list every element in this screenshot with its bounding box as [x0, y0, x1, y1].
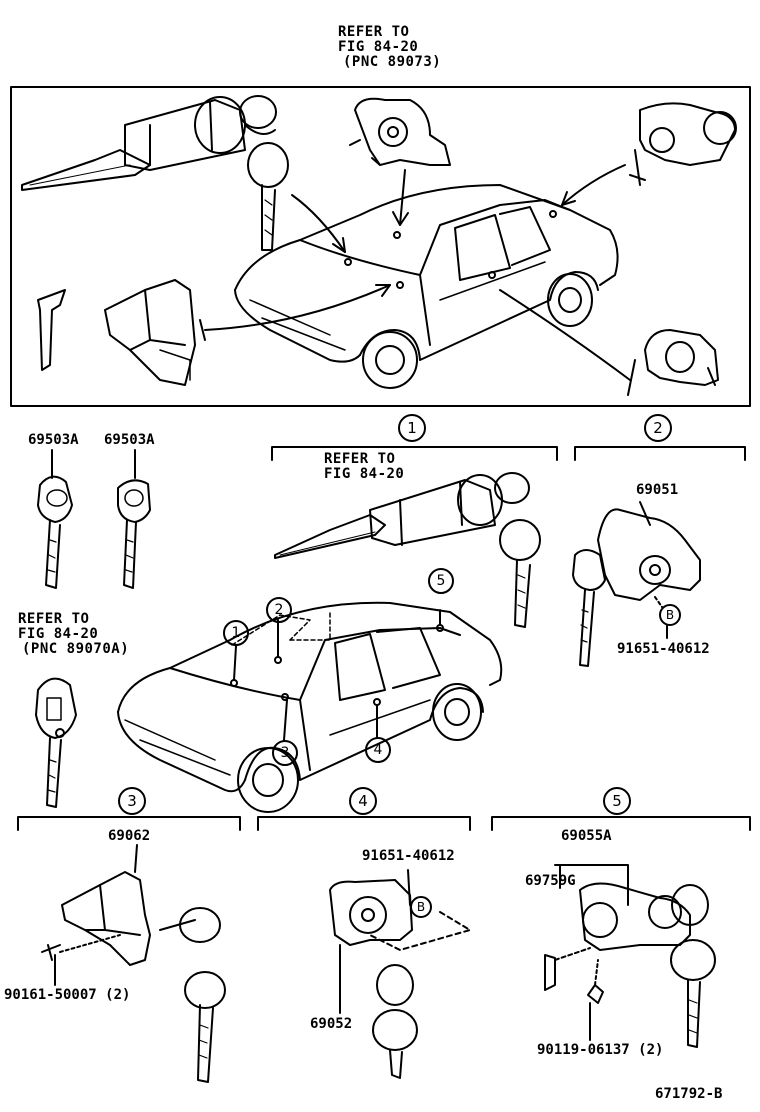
car-callout-1: 1: [223, 620, 249, 646]
door-lock-cylinder-top-right: [630, 103, 736, 185]
key-part-number-right: 69503A: [104, 432, 155, 448]
ignition-lock-assembly-top: [22, 96, 288, 250]
group-1-bracket: [272, 447, 557, 460]
top-refer-line2: FIG 84-20: [338, 39, 419, 55]
key-69503A-left: [38, 450, 72, 588]
group-5-label: 5: [603, 787, 631, 815]
group-4-label: 4: [349, 787, 377, 815]
group-5-bracket: [492, 817, 750, 830]
car-callout-3: 3: [272, 740, 298, 766]
mid-refer-line2: FIG 84-20: [324, 466, 405, 482]
part-91651-40612-group2: 91651-40612: [617, 641, 710, 657]
part-69051: 69051: [636, 482, 679, 498]
callout-b-group2: B: [659, 604, 681, 626]
part-69052: 69052: [310, 1016, 353, 1032]
overview-car: [235, 185, 618, 388]
part-69055A: 69055A: [561, 828, 612, 844]
car-callout-4: 4: [365, 737, 391, 763]
group-4-bracket: [258, 817, 470, 830]
group-1-label: 1: [398, 414, 426, 442]
trunk-lock-cylinder-top: [645, 330, 718, 385]
car-callout-2: 2: [266, 597, 292, 623]
key-part-number-left: 69503A: [28, 432, 79, 448]
part-90119-06137: 90119-06137 (2): [537, 1042, 664, 1058]
figure-id: 671792-B: [655, 1086, 723, 1102]
group-2-bracket: [575, 447, 745, 460]
ignition-lock-assembly-1: [275, 473, 540, 627]
left-refer-line3: (PNC 89070A): [22, 641, 130, 657]
group-3-bracket: [18, 817, 240, 830]
transponder-key-left: [36, 679, 76, 807]
part-69062: 69062: [108, 828, 151, 844]
group-2-label: 2: [644, 414, 672, 442]
door-lock-cylinder-69052: [330, 870, 470, 1078]
main-car: [118, 603, 501, 812]
door-lock-cylinder-top: [350, 99, 450, 165]
car-callout-5: 5: [428, 568, 454, 594]
top-refer-line3: (PNC 89073): [343, 54, 442, 70]
left-refer-line2: FIG 84-20: [18, 626, 99, 642]
left-refer-line1: REFER TO: [18, 611, 90, 627]
part-91651-40612-group4: 91651-40612: [362, 848, 455, 864]
part-90161-50007: 90161-50007 (2): [4, 987, 131, 1003]
unlock-warning-switch-69062: [42, 845, 225, 1082]
overview-frame: [11, 87, 750, 406]
overview-arrows: [200, 165, 635, 395]
callout-b-group4: B: [410, 896, 432, 918]
group-3-label: 3: [118, 787, 146, 815]
trunk-lock-cylinder-69055A: [545, 865, 715, 1047]
part-69759G: 69759G: [525, 873, 576, 889]
door-lock-cylinder-69051: [573, 502, 700, 666]
unlock-warning-switch-top: [105, 280, 195, 385]
key-blade-top-left: [38, 290, 65, 370]
top-refer-line1: REFER TO: [338, 24, 410, 40]
mid-refer-line1: REFER TO: [324, 451, 396, 467]
key-69503A-right: [118, 450, 150, 588]
